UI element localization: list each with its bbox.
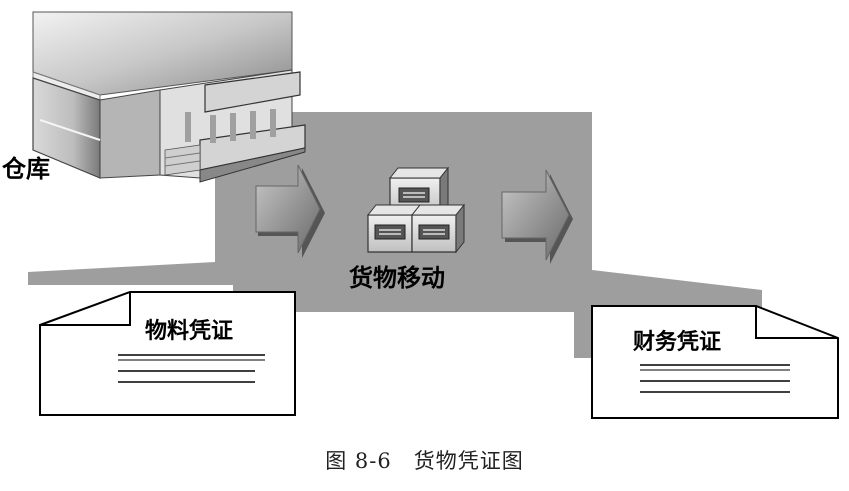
warehouse-icon <box>32 11 306 183</box>
arrow-right-icon <box>501 169 573 264</box>
financial-document-label: 财务凭证 <box>633 329 721 355</box>
material-document-icon <box>39 291 296 416</box>
figure-caption: 图 8-6 货物凭证图 <box>325 449 524 473</box>
goods-boxes-icon <box>366 166 466 254</box>
material-document-label: 物料凭证 <box>145 318 233 344</box>
financial-document-icon <box>591 305 839 419</box>
goods-movement-label: 货物移动 <box>349 264 445 292</box>
warehouse-label: 仓库 <box>1 155 50 183</box>
arrow-right-icon <box>255 164 325 258</box>
